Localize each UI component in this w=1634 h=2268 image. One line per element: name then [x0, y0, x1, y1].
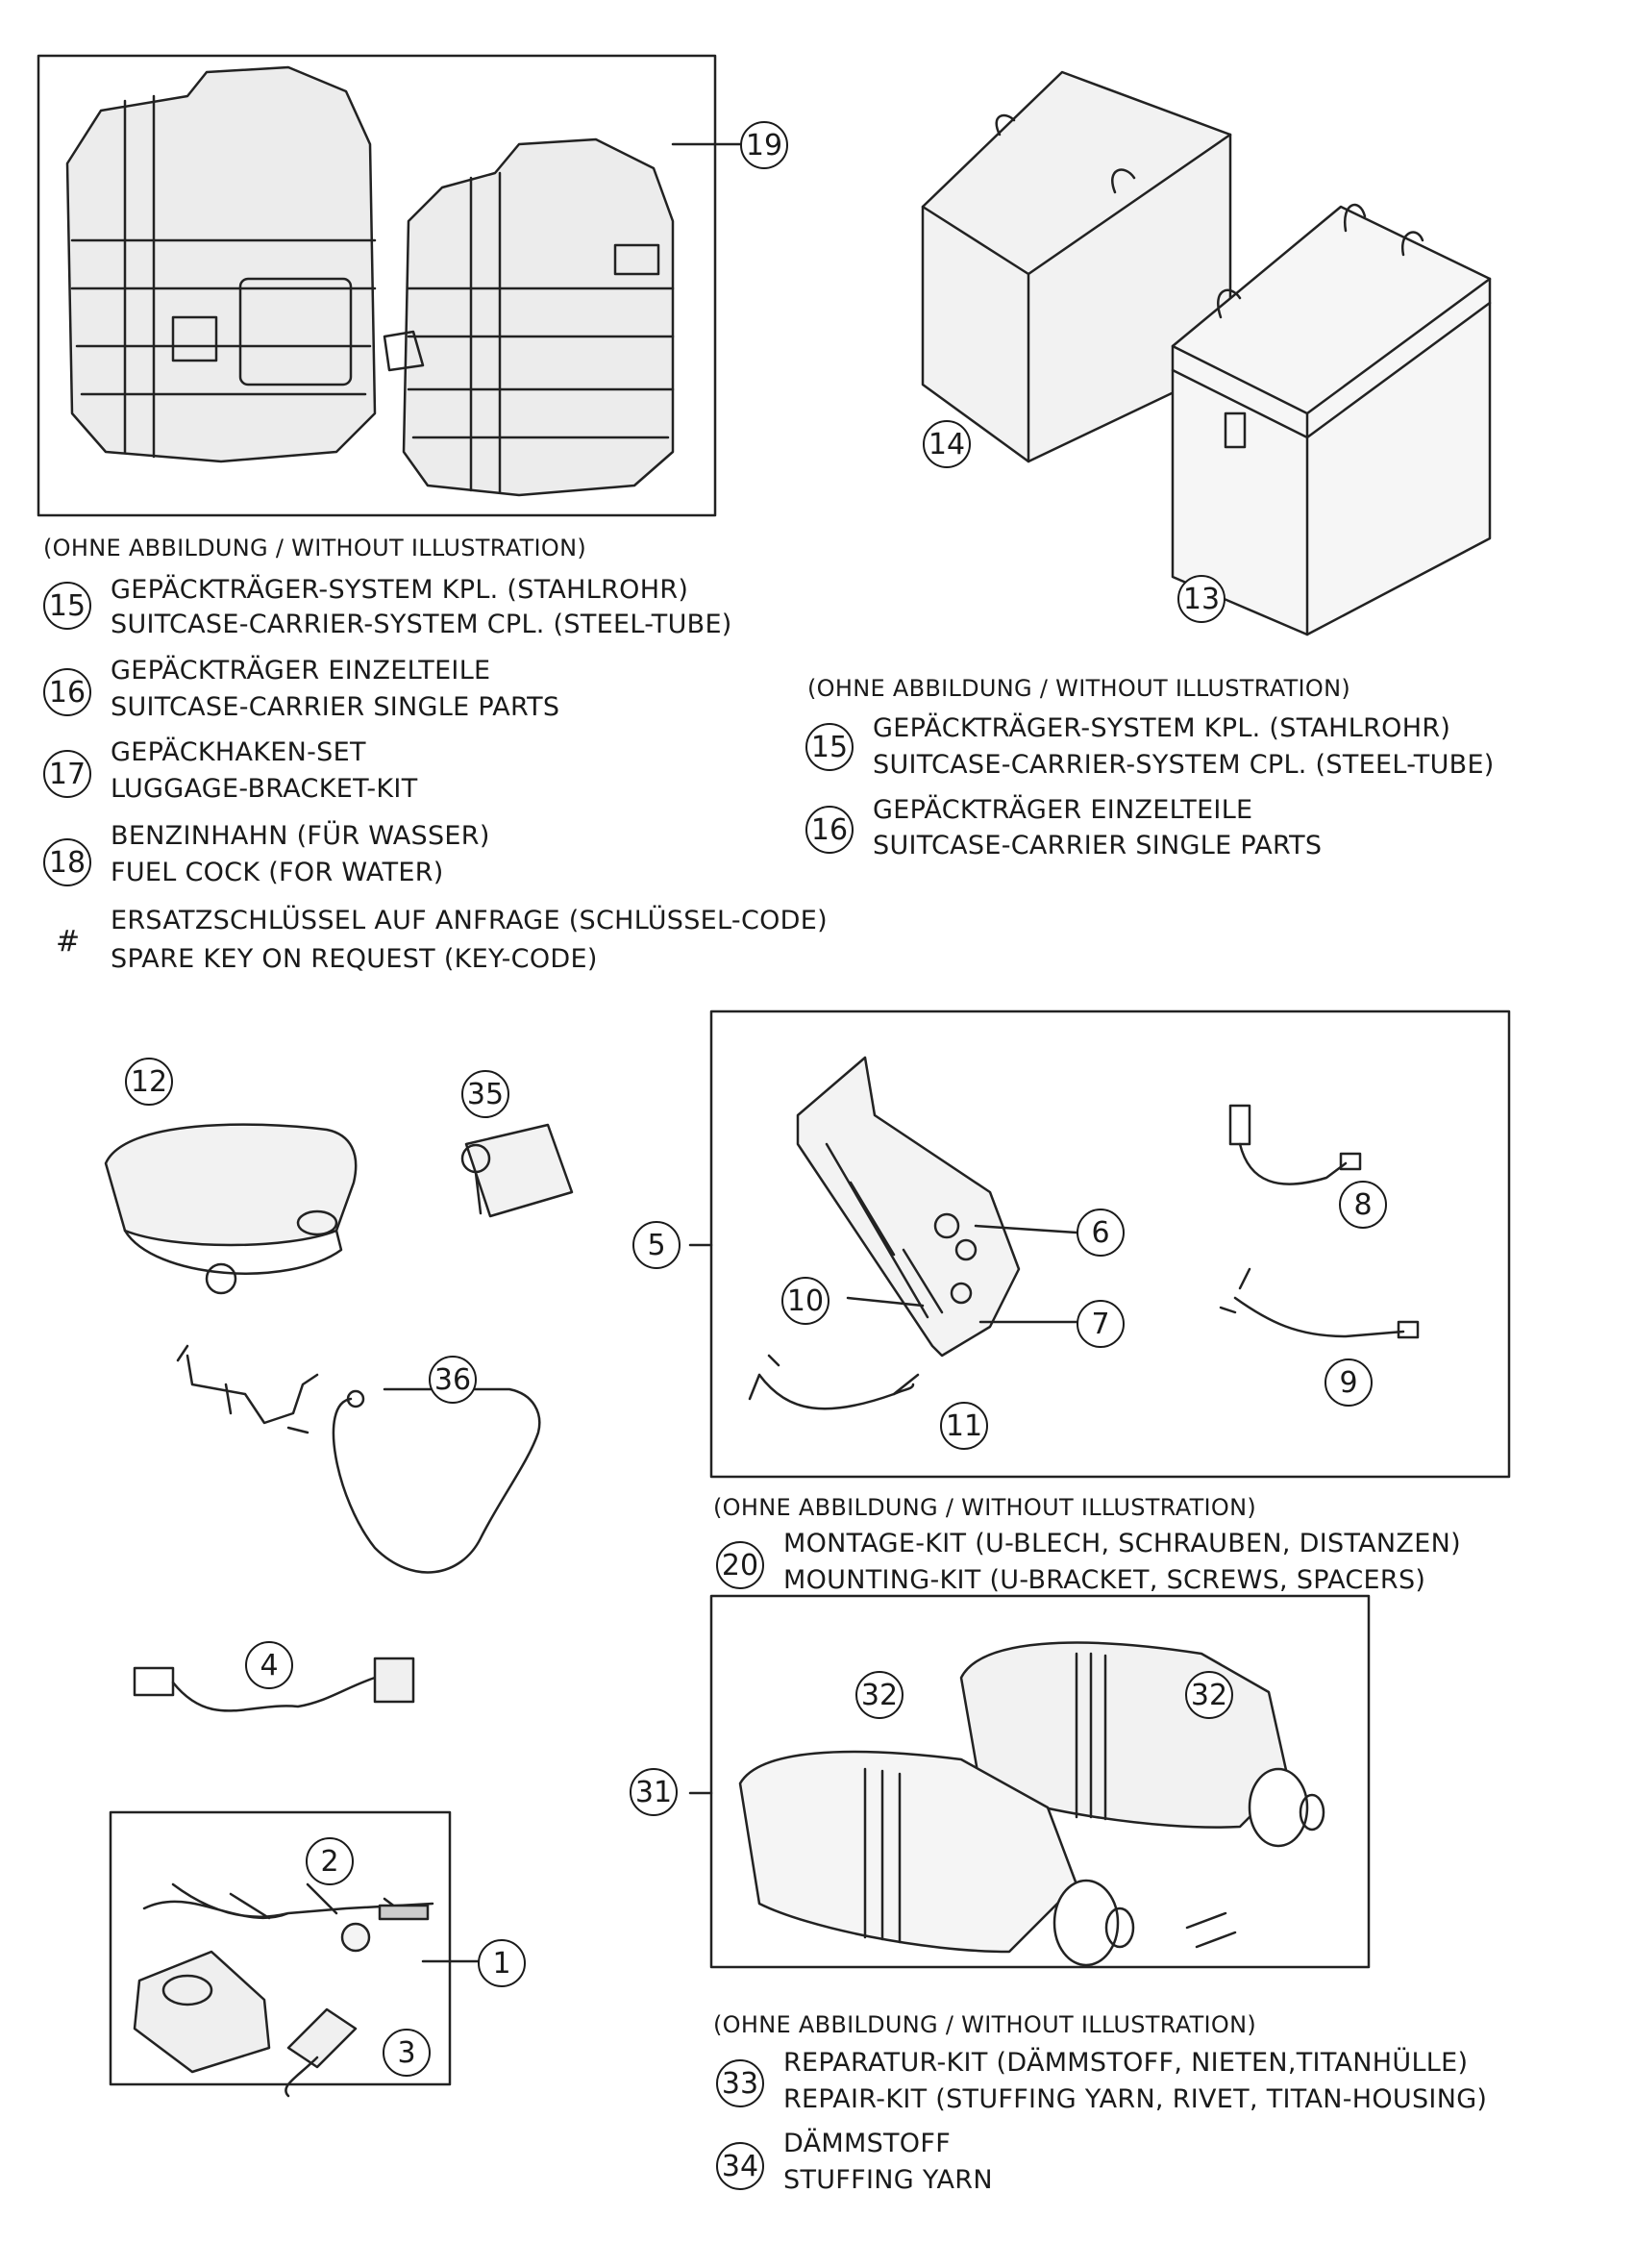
alarm-system — [133, 1882, 434, 2098]
adapter-cable — [133, 1657, 415, 1712]
tank-bag — [104, 1123, 358, 1295]
legend-number: 34 — [716, 2142, 764, 2190]
muffler-front — [738, 1750, 1135, 1967]
legend-de: GEPÄCKTRÄGER-SYSTEM KPL. (STAHLROHR) — [111, 575, 689, 605]
legend-number: 15 — [43, 582, 91, 630]
callout-13: 13 — [1177, 575, 1226, 623]
cable-11 — [748, 1354, 920, 1410]
callout-3: 3 — [383, 2029, 431, 2077]
legend-number: 16 — [43, 668, 91, 716]
legend-en: STUFFING YARN — [783, 2165, 993, 2195]
legend-number: 17 — [43, 750, 91, 798]
legend-hash: # — [56, 925, 81, 959]
soft-case-right — [383, 137, 675, 497]
callout-11: 11 — [940, 1402, 988, 1450]
callout-2: 2 — [306, 1837, 354, 1885]
callout-5: 5 — [632, 1221, 681, 1269]
switch-cable-8 — [1228, 1104, 1362, 1185]
legend-de: BENZINHAHN (FÜR WASSER) — [111, 821, 490, 851]
legend-number: 33 — [716, 2059, 764, 2107]
legend-de: GEPÄCKHAKEN-SET — [111, 737, 366, 767]
callout-7: 7 — [1077, 1300, 1125, 1348]
soft-cases-frame — [37, 54, 717, 517]
legend-number: 18 — [43, 838, 91, 886]
legend-en: SUITCASE-CARRIER SINGLE PARTS — [873, 831, 1323, 860]
legend-en: SUITCASE-CARRIER-SYSTEM CPL. (STEEL-TUBE… — [111, 610, 732, 639]
legend-de: GEPÄCKTRÄGER EINZELTEILE — [873, 795, 1253, 825]
legend-number: 16 — [805, 806, 854, 854]
legend-en: SUITCASE-CARRIER-SYSTEM CPL. (STEEL-TUBE… — [873, 750, 1495, 780]
legend-en: REPAIR-KIT (STUFFING YARN, RIVET, TITAN-… — [783, 2084, 1488, 2114]
aluminium-case-13 — [1171, 203, 1492, 636]
legend-en: LUGGAGE-BRACKET-KIT — [111, 774, 418, 804]
callout-10: 10 — [781, 1277, 829, 1325]
mounting-bracket — [796, 1056, 1021, 1358]
without-illustration-label: (OHNE ABBILDUNG / WITHOUT ILLUSTRATION) — [713, 1494, 1257, 1521]
cable-9 — [1219, 1267, 1420, 1339]
legend-de: MONTAGE-KIT (U-BLECH, SCHRAUBEN, DISTANZ… — [783, 1529, 1461, 1558]
legend-en: FUEL COCK (FOR WATER) — [111, 858, 444, 887]
key-pouch — [460, 1123, 574, 1218]
legend-de: REPARATUR-KIT (DÄMMSTOFF, NIETEN,TITANHÜ… — [783, 2048, 1469, 2078]
callout-14: 14 — [923, 420, 971, 468]
legend-de: GEPÄCKTRÄGER-SYSTEM KPL. (STAHLROHR) — [873, 713, 1451, 743]
legend-en: MOUNTING-KIT (U-BRACKET, SCREWS, SPACERS… — [783, 1565, 1426, 1595]
callout-6: 6 — [1077, 1209, 1125, 1257]
legend-number: 20 — [716, 1541, 764, 1589]
legend-de: GEPÄCKTRÄGER EINZELTEILE — [111, 656, 491, 685]
legend-number: 15 — [805, 723, 854, 771]
callout-12: 12 — [125, 1058, 173, 1106]
without-illustration-label: (OHNE ABBILDUNG / WITHOUT ILLUSTRATION) — [713, 2011, 1257, 2038]
callout-35: 35 — [461, 1070, 509, 1118]
callout-36: 36 — [429, 1356, 477, 1404]
legend-en: SUITCASE-CARRIER SINGLE PARTS — [111, 692, 560, 722]
alarm-frame — [109, 1810, 452, 2086]
lock-cable — [176, 1344, 541, 1574]
callout-1: 1 — [478, 1939, 526, 1987]
callout-19: 19 — [740, 121, 788, 169]
legend-de: DÄMMSTOFF — [783, 2129, 952, 2158]
callout-32-rear: 32 — [1185, 1671, 1233, 1719]
legend-de: ERSATZSCHLÜSSEL AUF ANFRAGE (SCHLÜSSEL-C… — [111, 906, 828, 935]
without-illustration-label: (OHNE ABBILDUNG / WITHOUT ILLUSTRATION) — [43, 535, 587, 561]
callout-32-front: 32 — [855, 1671, 904, 1719]
callout-8: 8 — [1339, 1181, 1387, 1229]
soft-case-left — [65, 65, 377, 463]
exhaust-frame — [709, 1594, 1371, 1969]
callout-9: 9 — [1325, 1358, 1373, 1407]
without-illustration-label: (OHNE ABBILDUNG / WITHOUT ILLUSTRATION) — [807, 675, 1351, 702]
legend-en: SPARE KEY ON REQUEST (KEY-CODE) — [111, 944, 598, 974]
callout-4: 4 — [245, 1641, 293, 1689]
callout-31: 31 — [630, 1768, 678, 1816]
